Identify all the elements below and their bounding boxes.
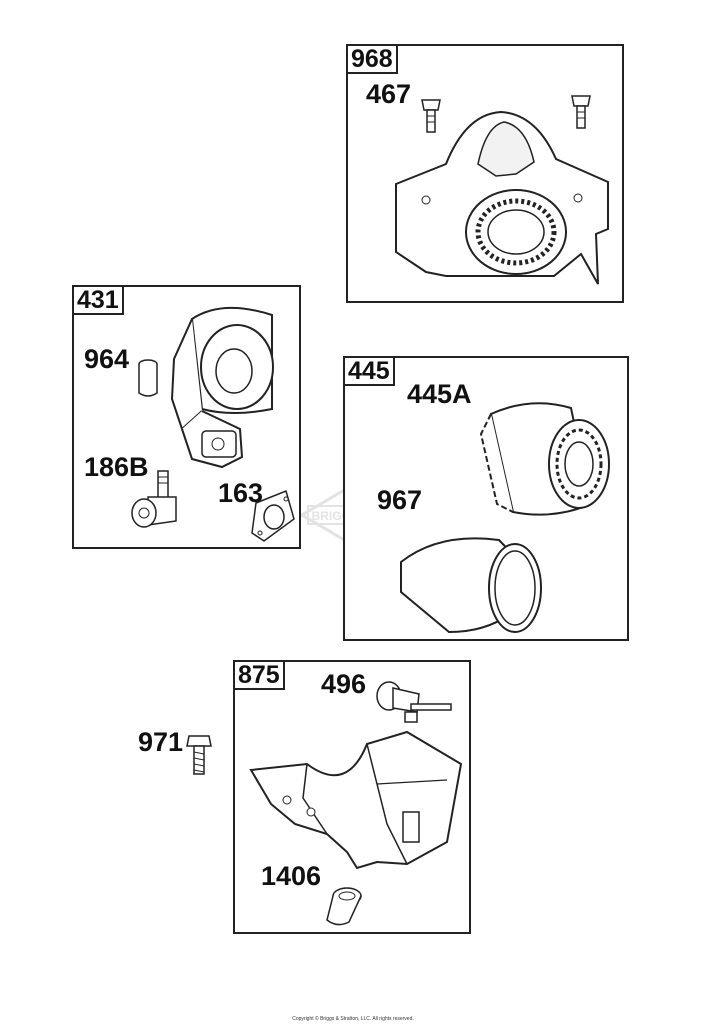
assembly-445-box: 445 445A 967 (343, 356, 629, 641)
assembly-875-label: 875 (233, 660, 285, 690)
part-967-label: 967 (377, 485, 423, 515)
part-971-label: 971 (138, 727, 184, 757)
part-964-label: 964 (84, 344, 130, 374)
bolt-icon (186, 735, 212, 775)
part-496-label: 496 (321, 669, 367, 699)
assembly-431-box: 431 964 186B 163 (72, 285, 301, 549)
knob-icon (421, 99, 441, 133)
part-186b-label: 186B (84, 452, 149, 482)
assembly-445-label: 445 (343, 356, 395, 386)
assembly-431-label: 431 (72, 285, 124, 315)
spacer-icon (138, 359, 158, 397)
part-445a-label: 445A (407, 379, 472, 409)
seal-icon (326, 887, 362, 926)
assembly-968-label: 968 (346, 44, 398, 74)
housing-icon (249, 730, 463, 870)
filter-icon (170, 306, 274, 469)
part-467-label: 467 (366, 79, 412, 109)
knob-icon (571, 95, 591, 129)
part-1406-label: 1406 (261, 861, 322, 891)
assembly-968-box: 968 467 (346, 44, 624, 303)
part-163-label: 163 (218, 478, 264, 508)
elbow-icon (131, 470, 177, 528)
link-icon (376, 681, 452, 723)
shroud-icon (395, 110, 609, 285)
filter-icon (479, 402, 610, 516)
gasket-icon (251, 489, 295, 542)
copyright-footer: Copyright © Briggs & Stratton, LLC. All … (292, 1016, 414, 1022)
sleeve-icon (400, 537, 542, 634)
assembly-875-box: 875 496 1406 (233, 660, 471, 934)
